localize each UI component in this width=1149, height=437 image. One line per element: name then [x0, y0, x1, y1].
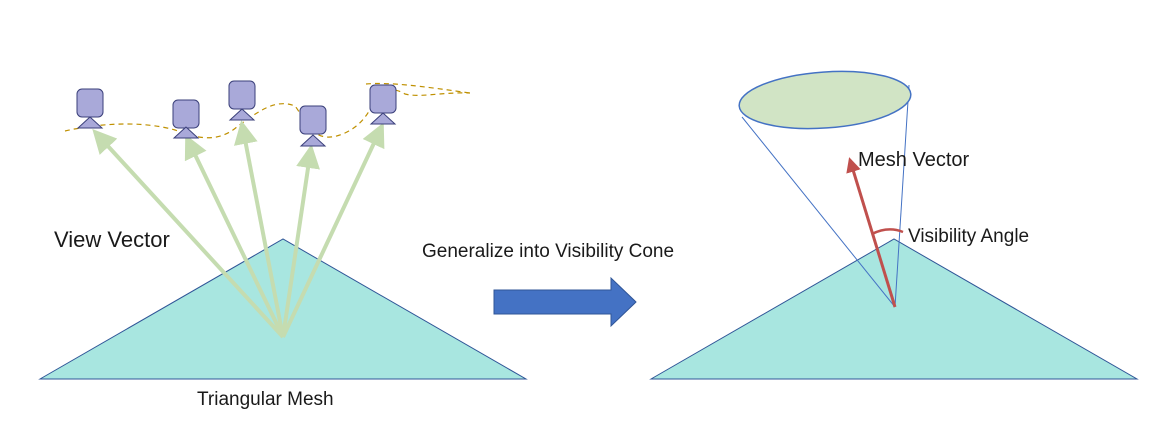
right-mesh-triangle [649, 238, 1139, 380]
visibility-angle-arc [871, 228, 904, 236]
view-vector-arrow [281, 144, 320, 338]
camera-icon [299, 105, 327, 147]
camera-icon [172, 99, 200, 139]
view-vector-arrow [233, 120, 285, 338]
right-arrow-icon [493, 276, 637, 328]
mesh-vector-label: Mesh Vector [858, 149, 970, 171]
view-vector-arrow [281, 122, 385, 338]
left-mesh-triangle [38, 238, 528, 380]
camera-icon [228, 80, 256, 121]
cone-edge-left [741, 116, 896, 308]
camera-path [64, 88, 471, 139]
camera-icon [76, 88, 104, 129]
view-vector-label: View Vector [54, 227, 170, 252]
generalize-label: Generalize into Visibility Cone [422, 241, 675, 262]
camera-icon [369, 84, 397, 125]
cone-edge-right [894, 84, 910, 308]
view-vector-arrow [92, 129, 285, 339]
view-vector-arrow [184, 134, 285, 338]
triangular-mesh-label: Triangular Mesh [197, 389, 334, 410]
visibility-angle-label: Visibility Angle [908, 226, 1030, 247]
cone-top-ellipse [738, 70, 912, 130]
